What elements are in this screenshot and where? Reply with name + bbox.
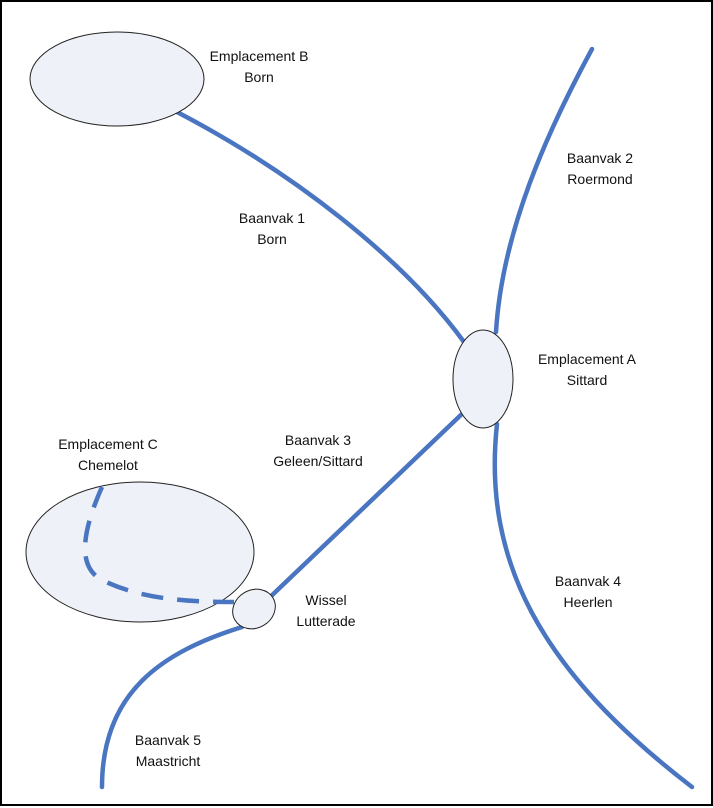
label-baanvak-2: Baanvak 2 Roermond <box>566 150 634 187</box>
baanvak-2-track <box>493 46 595 335</box>
label-emplacement-b: Emplacement B Born <box>209 48 309 85</box>
label-emplacement-c: Emplacement C Chemelot <box>58 436 158 473</box>
baanvak-3-track <box>264 409 467 603</box>
chemelot-dashed-track <box>82 486 235 605</box>
label-baanvak-4: Baanvak 4 Heerlen <box>554 573 622 610</box>
label-baanvak-1: Baanvak 1 Born <box>238 210 306 247</box>
emplacement-a-node <box>452 329 514 429</box>
wissel-lutterade-node <box>232 588 276 630</box>
label-baanvak-5: Baanvak 5 Maastricht <box>134 732 202 769</box>
baanvak-1-track <box>174 109 467 345</box>
label-baanvak-3: Baanvak 3 Geleen/Sittard <box>273 432 363 469</box>
label-emplacement-a: Emplacement A Sittard <box>537 351 637 388</box>
emplacement-b-node <box>29 31 205 127</box>
baanvak-4-track <box>492 421 695 790</box>
baanvak-5-track <box>99 624 245 790</box>
emplacement-c-node <box>25 481 255 623</box>
label-wissel-lutterade: Wissel Lutterade <box>296 592 356 629</box>
